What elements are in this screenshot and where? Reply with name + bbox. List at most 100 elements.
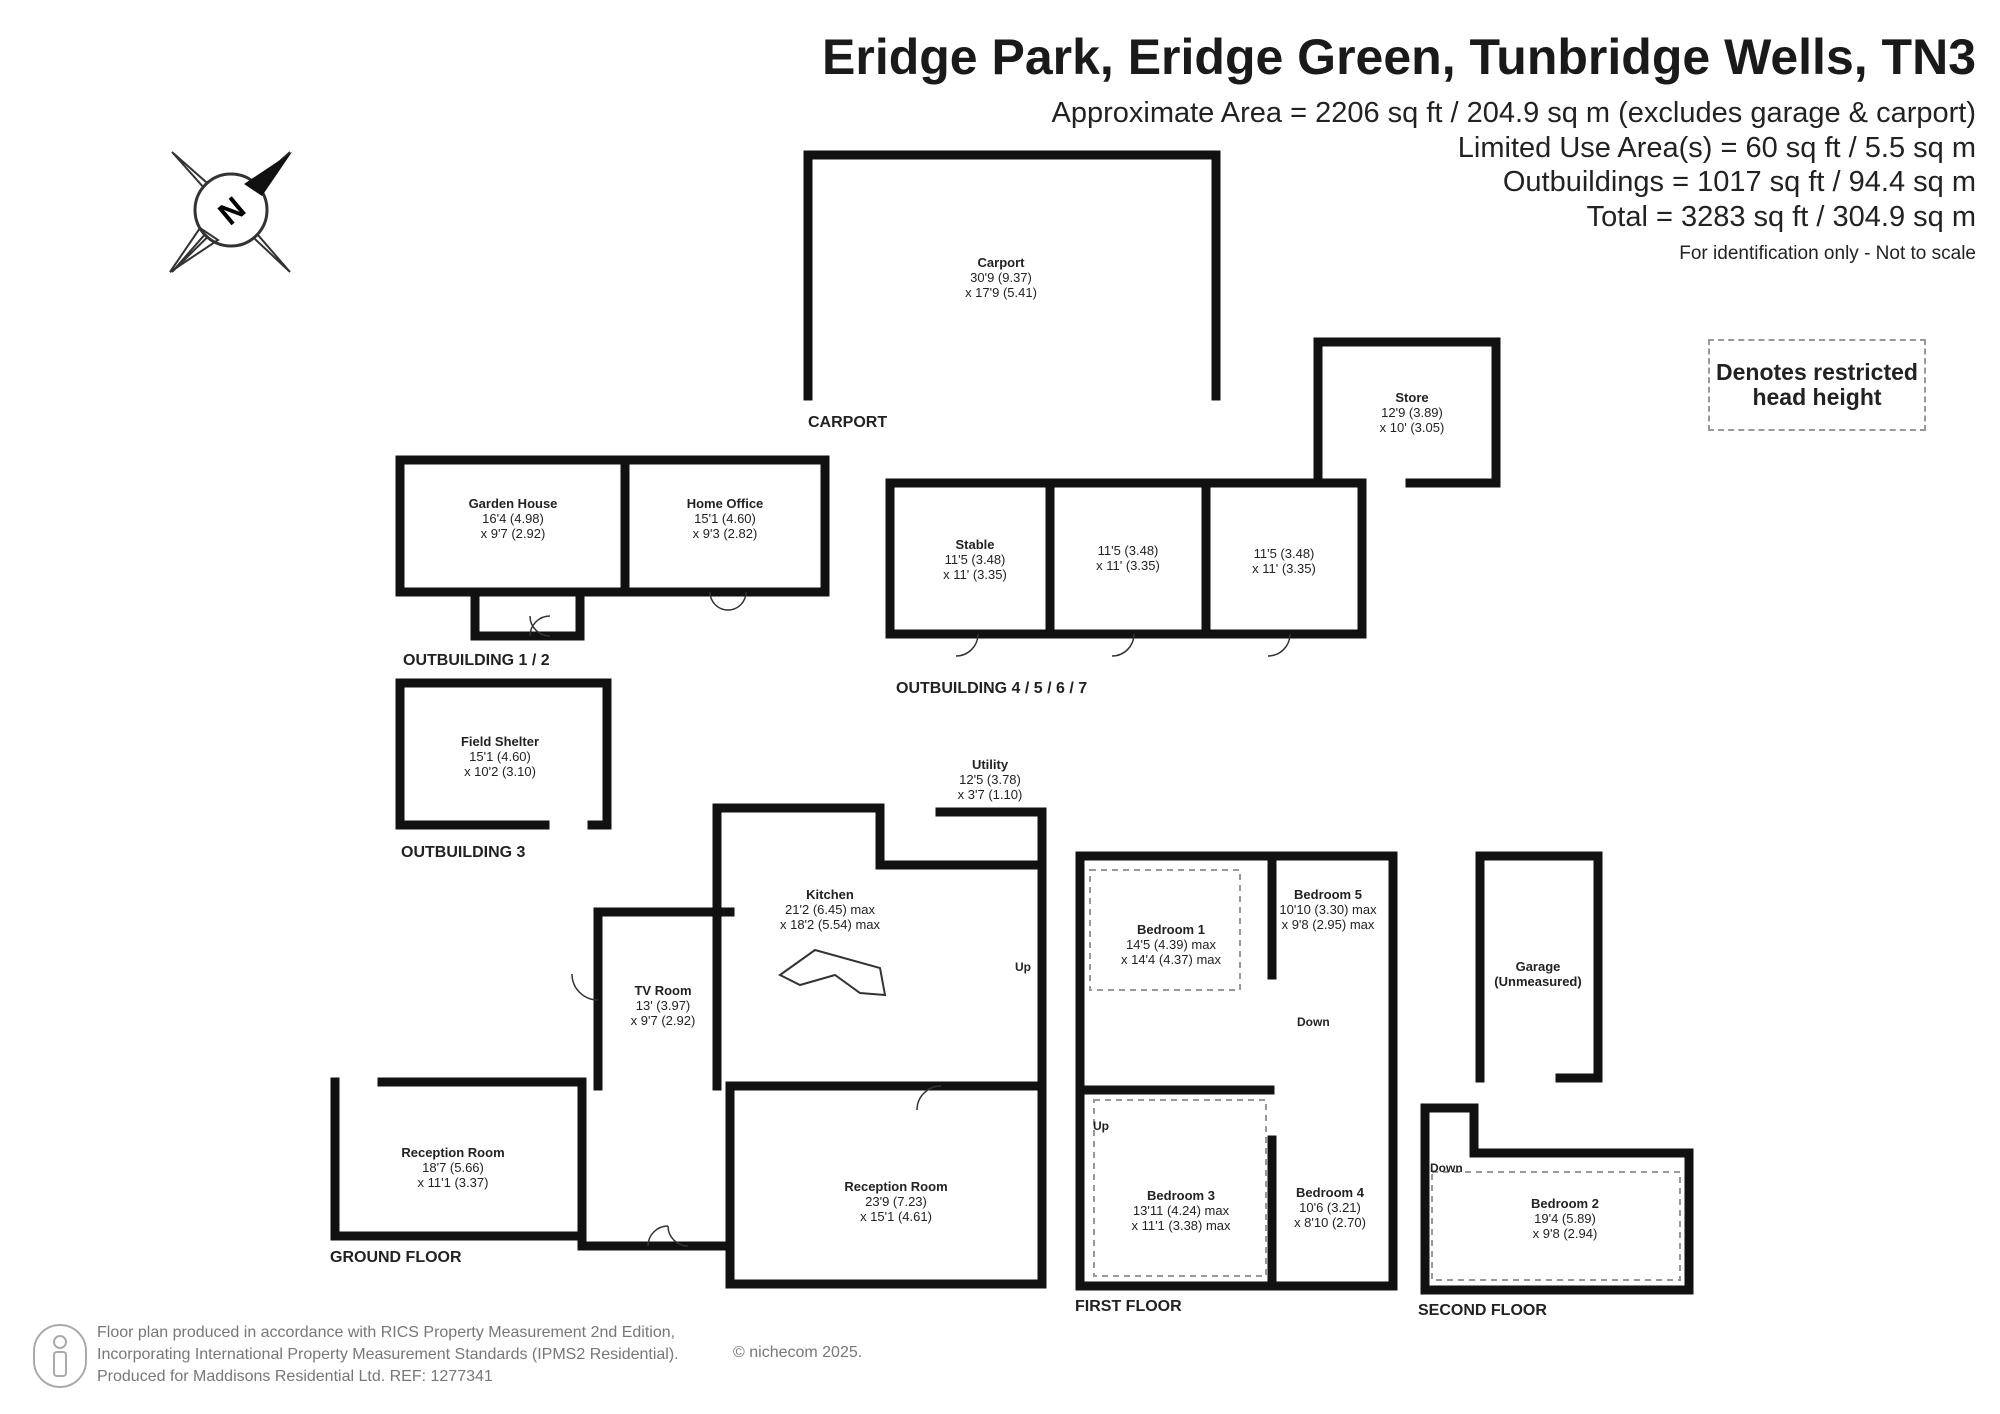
svg-text:Garage: Garage xyxy=(1516,959,1561,974)
field-shelter-walls xyxy=(395,678,612,830)
svg-text:x 15'1 (4.61): x 15'1 (4.61) xyxy=(860,1209,932,1224)
restricted-height-legend: Denotes restricted head height xyxy=(1708,339,1926,431)
footer-line: Produced for Maddisons Residential Ltd. … xyxy=(97,1368,493,1385)
footer-line: Incorporating International Property Mea… xyxy=(97,1346,679,1363)
svg-text:Home Office: Home Office xyxy=(687,496,764,511)
page-title: Eridge Park, Eridge Green, Tunbridge Wel… xyxy=(822,29,1976,85)
svg-text:16'4 (4.98): 16'4 (4.98) xyxy=(482,511,544,526)
label-outbuilding-3: OUTBUILDING 3 xyxy=(401,844,526,861)
svg-text:x 11' (3.35): x 11' (3.35) xyxy=(1252,561,1316,576)
svg-text:x 3'7 (1.10): x 3'7 (1.10) xyxy=(958,787,1023,802)
svg-text:13' (3.97): 13' (3.97) xyxy=(636,998,691,1013)
svg-text:x 17'9 (5.41): x 17'9 (5.41) xyxy=(965,285,1037,300)
svg-text:10'10 (3.30) max: 10'10 (3.30) max xyxy=(1279,902,1377,917)
svg-text:x 11' (3.35): x 11' (3.35) xyxy=(943,567,1007,582)
first-floor-walls xyxy=(1075,851,1398,1291)
svg-text:Reception Room: Reception Room xyxy=(401,1145,504,1160)
svg-text:Bedroom 2: Bedroom 2 xyxy=(1531,1196,1599,1211)
svg-text:30'9 (9.37): 30'9 (9.37) xyxy=(970,270,1032,285)
room-stable-3: 11'5 (3.48)x 11' (3.35) xyxy=(1252,546,1316,576)
label-second-floor: SECOND FLOOR xyxy=(1418,1302,1547,1319)
svg-text:x 9'7 (2.92): x 9'7 (2.92) xyxy=(631,1013,696,1028)
svg-text:Utility: Utility xyxy=(972,757,1009,772)
home-office-walls xyxy=(620,455,830,597)
svg-text:10'6 (3.21): 10'6 (3.21) xyxy=(1299,1200,1361,1215)
svg-text:11'5 (3.48): 11'5 (3.48) xyxy=(1098,543,1159,558)
svg-text:23'9 (7.23): 23'9 (7.23) xyxy=(865,1194,927,1209)
label-outbuilding-4-7: OUTBUILDING 4 / 5 / 6 / 7 xyxy=(896,680,1087,697)
svg-text:15'1 (4.60): 15'1 (4.60) xyxy=(694,511,756,526)
svg-text:Kitchen: Kitchen xyxy=(806,887,854,902)
label-carport: CARPORT xyxy=(808,414,887,431)
svg-text:x 14'4 (4.37) max: x 14'4 (4.37) max xyxy=(1121,952,1222,967)
tv-room-walls xyxy=(593,907,735,1091)
garage-walls xyxy=(1475,851,1603,1083)
room-stable-2: 11'5 (3.48)x 11' (3.35) xyxy=(1096,543,1160,573)
room-garage: Garage(Unmeasured) xyxy=(1494,959,1581,989)
svg-text:19'4 (5.89): 19'4 (5.89) xyxy=(1534,1211,1596,1226)
garden-house-porch xyxy=(470,587,585,641)
svg-text:Garden House: Garden House xyxy=(469,496,558,511)
svg-text:x 11'1 (3.38) max: x 11'1 (3.38) max xyxy=(1131,1218,1231,1233)
svg-text:Stable: Stable xyxy=(955,537,994,552)
total-area: Total = 3283 sq ft / 304.9 sq m xyxy=(1586,201,1976,233)
footer-line: Floor plan produced in accordance with R… xyxy=(97,1324,676,1341)
svg-text:Reception Room: Reception Room xyxy=(844,1179,947,1194)
hall-walls xyxy=(577,1081,735,1251)
utility-walls xyxy=(875,807,1047,870)
stables-walls xyxy=(885,478,1367,639)
room-bedroom-2: Bedroom 219'4 (5.89)x 9'8 (2.94) xyxy=(1531,1196,1599,1241)
svg-text:11'5 (3.48): 11'5 (3.48) xyxy=(1254,546,1315,561)
label-outbuilding-1-2: OUTBUILDING 1 / 2 xyxy=(403,652,550,669)
svg-text:x 11'1 (3.37): x 11'1 (3.37) xyxy=(418,1175,489,1190)
carport-walls xyxy=(803,150,1221,401)
stairs-down-first: Down xyxy=(1297,1015,1330,1029)
svg-text:TV Room: TV Room xyxy=(634,983,691,998)
svg-text:x 9'3 (2.82): x 9'3 (2.82) xyxy=(693,526,758,541)
svg-text:Field Shelter: Field Shelter xyxy=(461,734,539,749)
svg-text:x 9'8 (2.95) max: x 9'8 (2.95) max xyxy=(1282,917,1375,932)
svg-text:Bedroom 4: Bedroom 4 xyxy=(1296,1185,1365,1200)
svg-text:Store: Store xyxy=(1395,390,1428,405)
svg-text:13'11 (4.24) max: 13'11 (4.24) max xyxy=(1133,1203,1230,1218)
svg-text:14'5 (4.39) max: 14'5 (4.39) max xyxy=(1126,937,1216,952)
stairs-up-ground: Up xyxy=(1015,960,1031,974)
svg-text:(Unmeasured): (Unmeasured) xyxy=(1494,974,1581,989)
svg-text:x 11' (3.35): x 11' (3.35) xyxy=(1096,558,1160,573)
limited-use-area: Limited Use Area(s) = 60 sq ft / 5.5 sq … xyxy=(1457,132,1976,164)
label-first-floor: FIRST FLOOR xyxy=(1075,1298,1182,1315)
store-walls xyxy=(1313,337,1501,488)
svg-text:x 18'2 (5.54) max: x 18'2 (5.54) max xyxy=(780,917,881,932)
svg-text:Bedroom 5: Bedroom 5 xyxy=(1294,887,1362,902)
legend-label: Denotes restricted head height xyxy=(1716,358,1918,410)
outbuildings-area: Outbuildings = 1017 sq ft / 94.4 sq m xyxy=(1502,166,1976,198)
copyright: © nichecom 2025. xyxy=(733,1344,863,1361)
label-ground-floor: GROUND FLOOR xyxy=(330,1249,462,1266)
svg-text:x 8'10 (2.70): x 8'10 (2.70) xyxy=(1294,1215,1366,1230)
svg-text:x 10'2 (3.10): x 10'2 (3.10) xyxy=(464,764,536,779)
kitchen-island xyxy=(778,948,887,997)
svg-text:12'5 (3.78): 12'5 (3.78) xyxy=(959,772,1021,787)
svg-text:11'5 (3.48): 11'5 (3.48) xyxy=(945,552,1006,567)
svg-text:12'9 (3.89): 12'9 (3.89) xyxy=(1381,405,1443,420)
svg-text:Carport: Carport xyxy=(978,255,1026,270)
person-icon xyxy=(33,1324,87,1388)
svg-text:x 9'7 (2.92): x 9'7 (2.92) xyxy=(481,526,546,541)
svg-text:Bedroom 3: Bedroom 3 xyxy=(1147,1188,1215,1203)
room-bedroom-4: Bedroom 410'6 (3.21)x 8'10 (2.70) xyxy=(1294,1185,1366,1230)
kitchen-walls xyxy=(712,803,885,1091)
svg-text:Bedroom 1: Bedroom 1 xyxy=(1137,922,1205,937)
